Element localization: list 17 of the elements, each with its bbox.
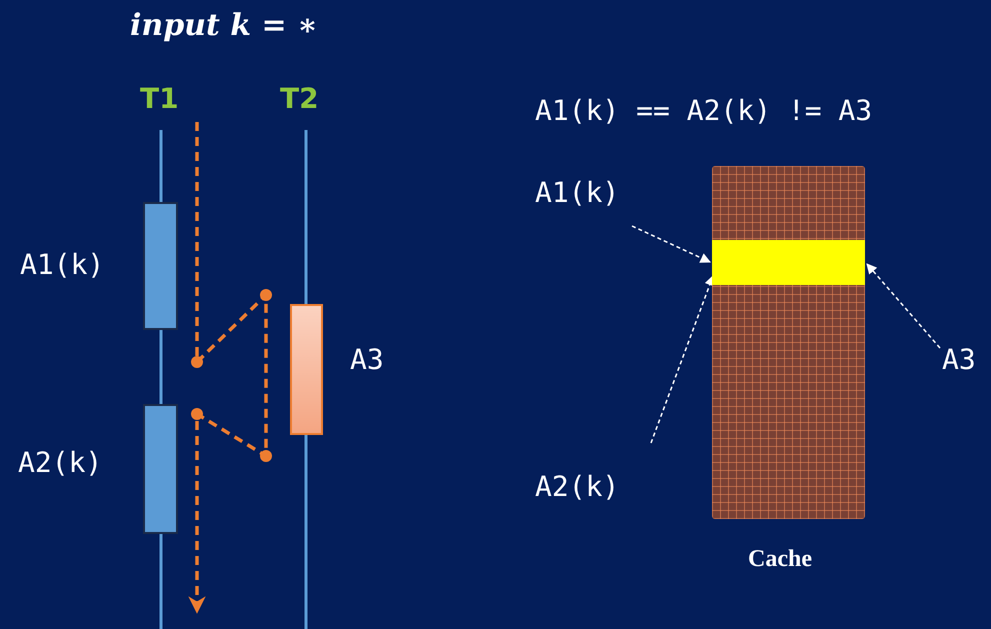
bar-label: A3	[350, 343, 384, 376]
key-label: A1(k)	[535, 176, 620, 209]
cache-label: Cache	[748, 546, 812, 573]
thread-label: T1	[140, 82, 179, 115]
lock-bar	[143, 202, 178, 330]
leader-arrow	[632, 225, 711, 263]
condition-text: A1(k) == A2(k) != A3	[535, 94, 872, 127]
key-label: A2(k)	[535, 470, 620, 503]
bar-label: A2(k)	[18, 446, 102, 479]
leader-arrow	[866, 263, 941, 348]
thread-label: T2	[280, 82, 319, 115]
cache-block	[712, 166, 865, 519]
lock-bar	[143, 404, 178, 534]
bar-label: A1(k)	[20, 248, 104, 281]
key-label: A3	[942, 343, 976, 376]
formula-title: input k = ∗	[130, 8, 318, 43]
lock-bar	[290, 304, 323, 435]
